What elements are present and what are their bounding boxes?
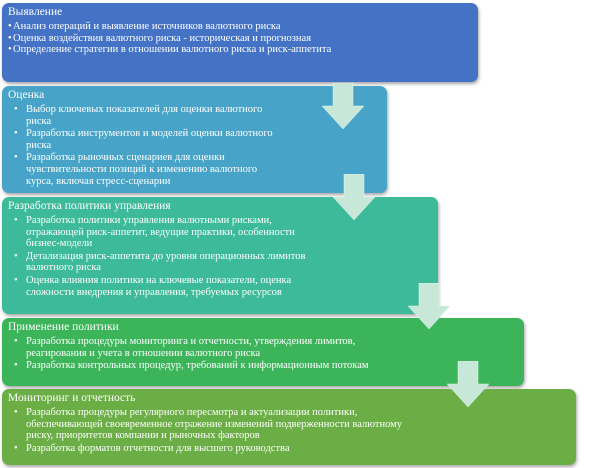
stage-item: Выбор ключевых показателей для оценки ва…	[8, 104, 278, 127]
stage-item: Оценка влияния политики на ключевые пока…	[8, 275, 323, 298]
stage-items: Разработка процедуры регулярного пересмо…	[8, 407, 428, 454]
down-arrow-icon	[322, 83, 364, 129]
stage-item: Анализ операций и выявление источников в…	[8, 21, 472, 33]
stage-item: Разработка рыночных сценариев для оценки…	[8, 152, 278, 187]
down-arrow-icon	[408, 283, 450, 329]
stage-title: Выявление	[8, 6, 63, 18]
stage-item: Оценка воздействия валютного риска - ист…	[8, 33, 472, 45]
down-arrow-icon	[447, 361, 489, 407]
stage-items: Разработка политики управления валютными…	[8, 215, 323, 298]
stage-assessment: Оценка Выбор ключевых показателей для оц…	[2, 86, 387, 193]
stage-items: Выбор ключевых показателей для оценки ва…	[8, 104, 278, 187]
stage-item: Разработка процедуры мониторинга и отчет…	[8, 336, 418, 359]
stage-item: Детализация риск-аппетита до уровня опер…	[8, 251, 323, 274]
stage-item: Определение стратегии в отношении валютн…	[8, 44, 472, 56]
stage-item: Разработка процедуры регулярного пересмо…	[8, 407, 428, 442]
stage-items: Разработка процедуры мониторинга и отчет…	[8, 336, 418, 372]
stage-item: Разработка политики управления валютными…	[8, 215, 323, 250]
stage-identification: Выявление Анализ операций и выявление ис…	[2, 3, 478, 82]
stage-item: Разработка контрольных процедур, требова…	[8, 360, 418, 372]
stage-title: Применение политики	[8, 321, 119, 333]
stage-items: Анализ операций и выявление источников в…	[8, 21, 472, 56]
stage-title: Оценка	[8, 89, 45, 101]
stage-title: Разработка политики управления	[8, 200, 171, 212]
stage-policy-application: Применение политики Разработка процедуры…	[2, 318, 524, 386]
down-arrow-icon	[333, 174, 375, 220]
stage-item: Разработка форматов отчетности для высше…	[8, 443, 428, 455]
stage-title: Мониторинг и отчетность	[8, 392, 136, 404]
stage-monitoring-reporting: Мониторинг и отчетность Разработка проце…	[2, 389, 576, 465]
stage-policy-development: Разработка политики управления Разработк…	[2, 197, 438, 314]
stage-item: Разработка инструментов и моделей оценки…	[8, 128, 278, 151]
